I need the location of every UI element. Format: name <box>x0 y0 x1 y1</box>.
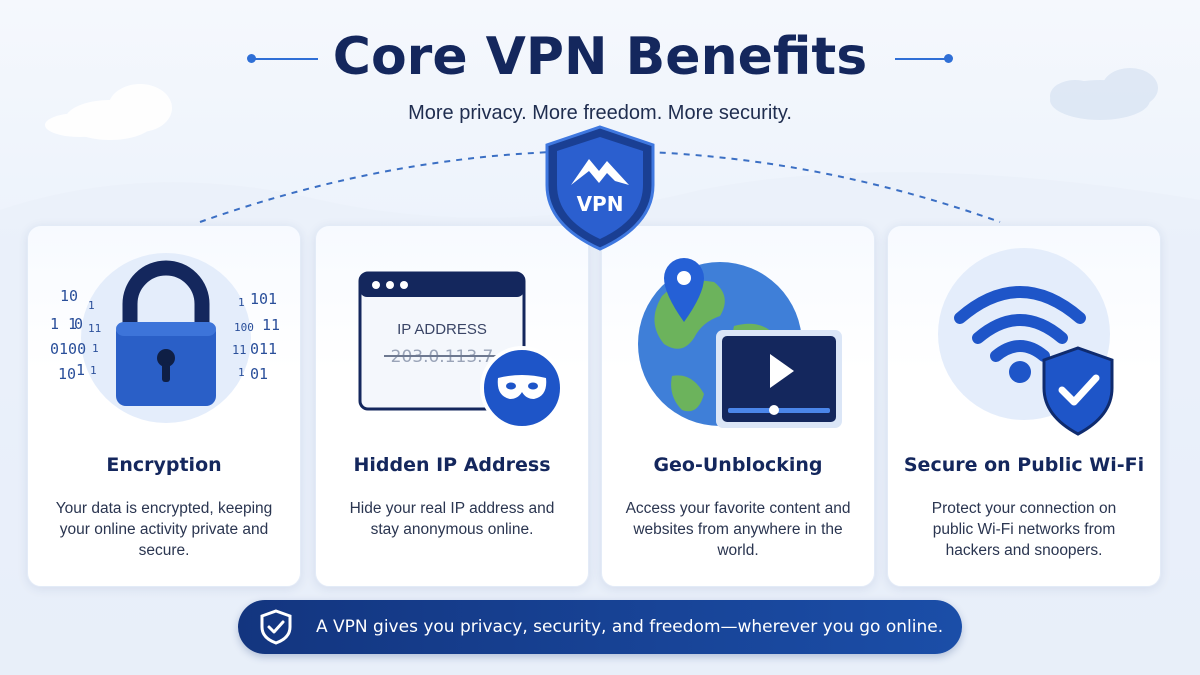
svg-text:10: 10 <box>60 287 78 305</box>
summary-banner: A VPN gives you privacy, security, and f… <box>238 600 962 654</box>
card-public-wifi: Secure on Public Wi-Fi Protect your conn… <box>887 225 1161 587</box>
ip-label: IP ADDRESS <box>397 321 487 338</box>
svg-text:1: 1 <box>238 366 245 379</box>
svg-text:10: 10 <box>58 365 76 383</box>
title-deco-line-left <box>252 58 318 60</box>
card-hidden-ip: IP ADDRESS 203.0.113.7 Hidden IP Address… <box>315 225 589 587</box>
page-title: Core VPN Benefits <box>332 27 868 87</box>
card-description: Hide your real IP address and stay anony… <box>349 500 555 538</box>
card-description: Access your favorite content and website… <box>625 500 851 559</box>
title-deco-dot-right <box>944 54 953 63</box>
mask-icon <box>480 346 564 430</box>
browser-window-icon: IP ADDRESS 203.0.113.7 <box>358 271 564 430</box>
cloud-left <box>45 84 172 140</box>
globe-video-icon <box>638 258 842 428</box>
page-subtitle: More privacy. More freedom. More securit… <box>408 102 792 124</box>
card-geo-unblocking: Geo-Unblocking Access your favorite cont… <box>601 225 875 587</box>
card-title: Secure on Public Wi-Fi <box>903 454 1145 476</box>
svg-text:0: 0 <box>74 315 83 333</box>
svg-text:1: 1 <box>238 296 245 309</box>
svg-text:11: 11 <box>232 343 246 357</box>
svg-text:1: 1 <box>90 364 97 377</box>
card-title: Geo-Unblocking <box>653 454 823 476</box>
svg-text:101: 101 <box>250 290 277 308</box>
card-description: Your data is encrypted, keeping your onl… <box>55 500 273 559</box>
wifi-shield-icon <box>938 248 1114 436</box>
location-pin-icon <box>664 258 704 322</box>
svg-text:11: 11 <box>262 316 280 334</box>
title-deco-dot-left <box>247 54 256 63</box>
svg-text:011: 011 <box>250 340 277 358</box>
svg-text:1 1: 1 1 <box>50 315 77 333</box>
banner-text: A VPN gives you privacy, security, and f… <box>316 617 944 637</box>
svg-text:1: 1 <box>76 361 85 379</box>
svg-text:0100: 0100 <box>50 340 86 358</box>
card-description: Protect your connection on public Wi-Fi … <box>931 500 1117 559</box>
svg-text:01: 01 <box>250 365 268 383</box>
shield-check-icon <box>260 609 292 645</box>
card-title: Hidden IP Address <box>353 454 551 476</box>
title-deco-line-right <box>895 58 945 60</box>
vpn-shield-badge: VPN <box>545 125 655 251</box>
card-title: Encryption <box>106 454 222 476</box>
video-player-icon <box>716 330 842 428</box>
mountain-icon <box>571 159 629 185</box>
vpn-badge-label: VPN <box>577 192 624 216</box>
svg-text:11: 11 <box>88 322 101 335</box>
shield-check-badge-icon <box>1042 346 1114 436</box>
svg-text:100: 100 <box>234 321 254 334</box>
svg-text:1: 1 <box>88 299 95 312</box>
cloud-right <box>1050 68 1158 120</box>
svg-text:1: 1 <box>92 342 99 355</box>
header: Core VPN Benefits More privacy. More fre… <box>0 18 1200 125</box>
